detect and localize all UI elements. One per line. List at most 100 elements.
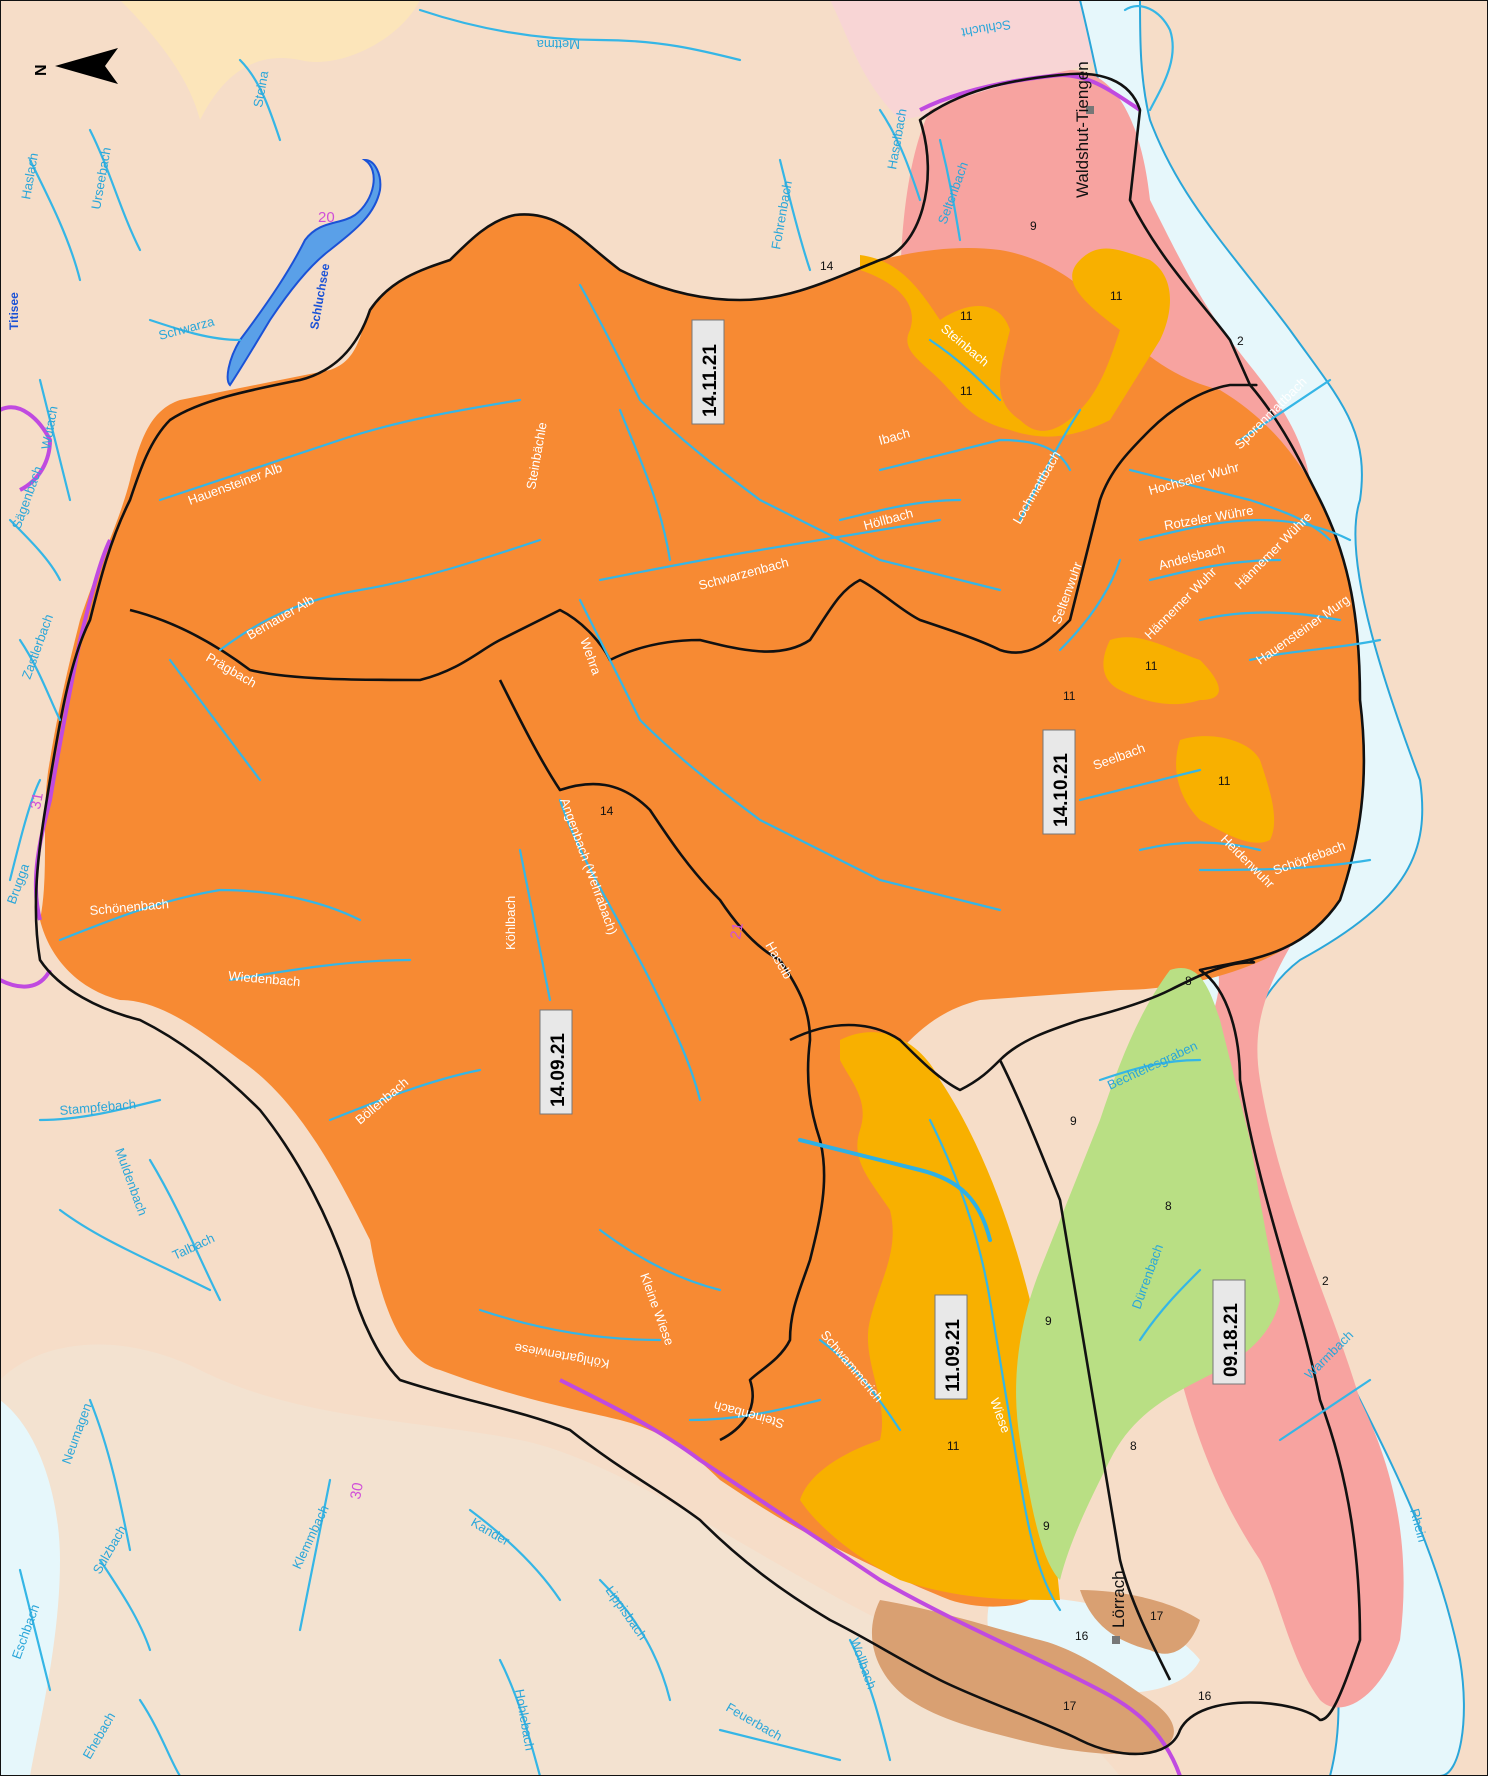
border-middle-sub: [498, 679, 826, 1442]
north-arrow: N: [33, 48, 118, 84]
date-text-1: 14.11.21: [700, 344, 721, 417]
code-14-b: 14: [600, 804, 614, 818]
river-steinenbach: [688, 1398, 822, 1422]
label-koehlbach: Köhlbach: [503, 896, 518, 950]
code-11-a: 11: [960, 309, 973, 323]
river-neumagen: [88, 1398, 132, 1552]
river-hauensteiner-murg: [1248, 638, 1382, 662]
river-rhine-north: [1123, 4, 1174, 112]
label-wutach: Wutach: [38, 405, 60, 451]
label-wiedenbach: Wiedenbach: [228, 968, 301, 989]
catchment-outline: [34, 72, 1366, 1756]
river-rotzeler-wuehre: [1138, 518, 1352, 542]
river-boellenbach: [328, 1068, 482, 1122]
unit-8-green: [1016, 968, 1280, 1580]
upper-pink-patch: [830, 0, 1100, 120]
unit-17-brown: [871, 1600, 1174, 1755]
river-bernauer-alb: [218, 538, 542, 652]
river-talbach-west: [58, 1208, 212, 1292]
date-text-2: 14.10.21: [1051, 753, 1072, 827]
river-fohrenbach: [778, 158, 812, 272]
river-heidenwuhr: [1138, 841, 1262, 852]
date-text-4: 11.09.21: [943, 1319, 964, 1392]
date-text-5: 09.18.21: [1221, 1303, 1242, 1377]
river-haslach: [28, 158, 82, 282]
river-mettma: [418, 8, 742, 62]
river-steinbach-east: [928, 338, 1002, 402]
date-box-3: 14.09.21: [539, 1009, 573, 1115]
river-angenbach: [558, 798, 702, 1102]
river-hochsaler-wuhr: [1128, 468, 1332, 542]
border-wiese-rhine: [998, 1059, 1172, 1681]
west-water: [0, 1400, 60, 1776]
river-steina: [238, 58, 282, 142]
code-2-a: 2: [1237, 334, 1244, 348]
admin-boundary-sw: [0, 969, 52, 989]
admin-boundary-wutach: [0, 405, 52, 492]
river-haennemer: [1198, 611, 1342, 622]
river-schoenenbach: [58, 888, 362, 942]
river-schwammerich: [818, 1338, 902, 1432]
town-marker-waldshut: [1086, 106, 1094, 114]
date-box-5: 09.18.21: [1212, 1279, 1246, 1385]
river-hohlebach: [498, 1658, 542, 1776]
north-arrow-icon: [55, 48, 118, 84]
river-klemmbach: [298, 1478, 332, 1632]
code-8-c: 8: [1130, 1439, 1137, 1453]
river-schwarzenbach: [598, 518, 942, 582]
river-zastlerbach: [18, 638, 62, 722]
river-seelbach: [1078, 768, 1202, 802]
code-11-c: 11: [960, 384, 973, 398]
code-9-c: 9: [1043, 1519, 1050, 1533]
river-feuerbach: [718, 1728, 842, 1762]
river-schwarza: [148, 318, 242, 342]
north-label: N: [33, 64, 50, 76]
river-warmbach: [1278, 1378, 1372, 1442]
admin-boundary-south: [559, 1378, 1182, 1776]
date-box-1: 14.11.21: [691, 319, 725, 425]
river-sulzbach: [98, 1558, 152, 1652]
route-31: 31: [27, 791, 47, 810]
upper-yellow-patch: [120, 0, 420, 120]
river-ehebach: [138, 1698, 182, 1776]
date-box-2: 14.10.21: [1042, 729, 1076, 835]
catchment-orange: [40, 214, 1364, 1607]
river-seltenbach: [938, 138, 962, 242]
code-16-a: 16: [1075, 1629, 1089, 1643]
river-eschbach: [18, 1568, 52, 1692]
river-hoellbach: [838, 498, 962, 522]
code-16-b: 16: [1198, 1689, 1212, 1703]
river-haselbach: [878, 108, 922, 202]
river-wiedenbach: [228, 958, 412, 982]
town-waldshut: Waldshut-Tiengen: [1073, 61, 1092, 198]
southern-plain: [0, 1344, 1120, 1776]
code-11-f: 11: [947, 1439, 960, 1453]
lake-route-number: 20: [318, 209, 335, 226]
town-marker-loerrach: [1112, 1636, 1120, 1644]
schluchsee-lake: [226, 158, 382, 387]
river-sporenmattbach: [1238, 378, 1332, 442]
river-stampfebach: [38, 1098, 162, 1122]
river-wollbach: [848, 1638, 892, 1762]
code-11-b: 11: [1110, 289, 1123, 303]
date-box-4: 11.09.21: [934, 1294, 968, 1400]
titisee-label: Titisee: [7, 292, 21, 330]
river-kander: [468, 1508, 562, 1602]
river-seltenwuhr: [1058, 558, 1122, 652]
route-30: 30: [347, 1481, 367, 1500]
code-9-north: 9: [1030, 219, 1037, 233]
code-9-a: 9: [1070, 1114, 1077, 1128]
code-11-e: 11: [1218, 774, 1231, 788]
river-duerrenbach: [1138, 1268, 1202, 1342]
label-steina: Steina: [250, 69, 271, 109]
river-andelsbach: [1148, 558, 1282, 582]
code-8-b: 8: [1165, 1199, 1172, 1213]
code-17-a: 17: [1150, 1609, 1164, 1623]
river-lippisbach: [598, 1578, 672, 1702]
river-kleine-wiese: [598, 1228, 722, 1292]
town-loerrach: Lörrach: [1109, 1570, 1128, 1628]
river-steinbaechle: [618, 408, 672, 562]
river-bechtelesgraben: [1098, 1058, 1202, 1082]
